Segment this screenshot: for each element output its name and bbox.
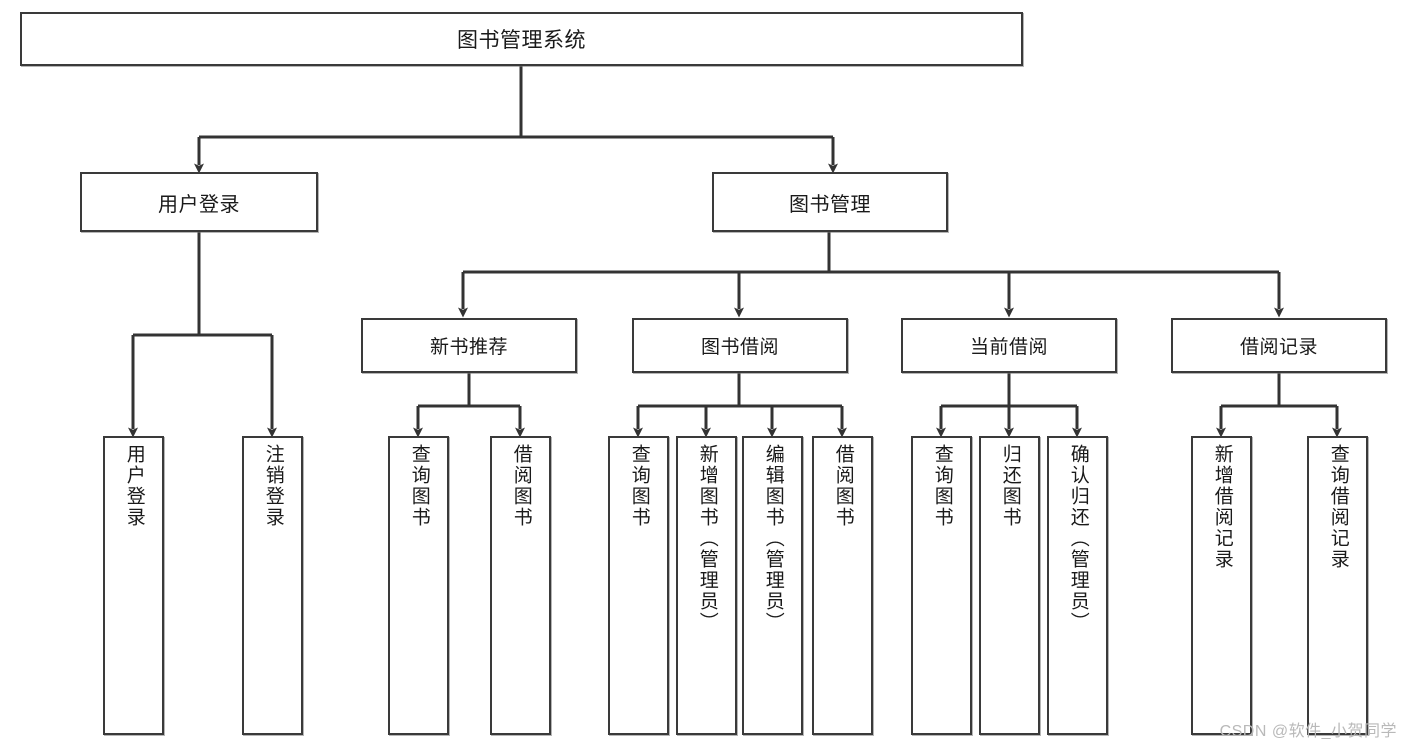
- node-current-borrow[interactable]: 当前借阅: [901, 318, 1117, 373]
- node-label: 新增借阅记录: [1211, 444, 1233, 570]
- node-label: 查询图书: [408, 444, 430, 528]
- node-leaf-edit-book-admin[interactable]: 编辑图书（管理员）: [742, 436, 803, 735]
- node-label: 归还图书: [999, 444, 1021, 528]
- node-leaf-query-book-current[interactable]: 查询图书: [911, 436, 972, 735]
- node-label: 图书管理系统: [457, 29, 586, 52]
- node-leaf-confirm-return-admin[interactable]: 确认归还（管理员）: [1047, 436, 1108, 735]
- watermark-text: CSDN @软件_小贺同学: [1219, 723, 1397, 740]
- node-label: 新书推荐: [429, 337, 508, 358]
- node-label: 新增图书（管理员）: [696, 444, 718, 633]
- node-book-borrow[interactable]: 图书借阅: [632, 318, 848, 373]
- node-label: 查询图书: [628, 444, 650, 528]
- node-book-management[interactable]: 图书管理: [712, 172, 948, 232]
- node-label: 借阅图书: [832, 444, 854, 528]
- node-label: 注销登录: [262, 444, 284, 528]
- node-label: 用户登录: [158, 193, 240, 216]
- node-label: 图书管理: [789, 193, 871, 216]
- node-new-book-recommend[interactable]: 新书推荐: [361, 318, 577, 373]
- node-root-system[interactable]: 图书管理系统: [20, 12, 1023, 66]
- node-leaf-query-book-borrow[interactable]: 查询图书: [608, 436, 669, 735]
- node-label: 查询借阅记录: [1327, 444, 1349, 570]
- node-label: 图书借阅: [700, 337, 779, 358]
- node-user-login[interactable]: 用户登录: [80, 172, 318, 232]
- node-leaf-add-borrow-record[interactable]: 新增借阅记录: [1191, 436, 1252, 735]
- node-leaf-logout[interactable]: 注销登录: [242, 436, 303, 735]
- node-label: 确认归还（管理员）: [1067, 444, 1089, 633]
- node-label: 借阅图书: [510, 444, 532, 528]
- node-borrow-record[interactable]: 借阅记录: [1171, 318, 1387, 373]
- node-leaf-add-book-admin[interactable]: 新增图书（管理员）: [676, 436, 737, 735]
- node-label: 用户登录: [123, 444, 145, 528]
- node-leaf-query-book-recommend[interactable]: 查询图书: [388, 436, 449, 735]
- node-label: 借阅记录: [1239, 337, 1318, 358]
- node-leaf-user-login[interactable]: 用户登录: [103, 436, 164, 735]
- node-label: 查询图书: [931, 444, 953, 528]
- node-leaf-query-borrow-record[interactable]: 查询借阅记录: [1307, 436, 1368, 735]
- node-label: 编辑图书（管理员）: [762, 444, 784, 633]
- node-leaf-return-book[interactable]: 归还图书: [979, 436, 1040, 735]
- node-leaf-borrow-book-recommend[interactable]: 借阅图书: [490, 436, 551, 735]
- node-label: 当前借阅: [969, 337, 1048, 358]
- node-leaf-borrow-book[interactable]: 借阅图书: [812, 436, 873, 735]
